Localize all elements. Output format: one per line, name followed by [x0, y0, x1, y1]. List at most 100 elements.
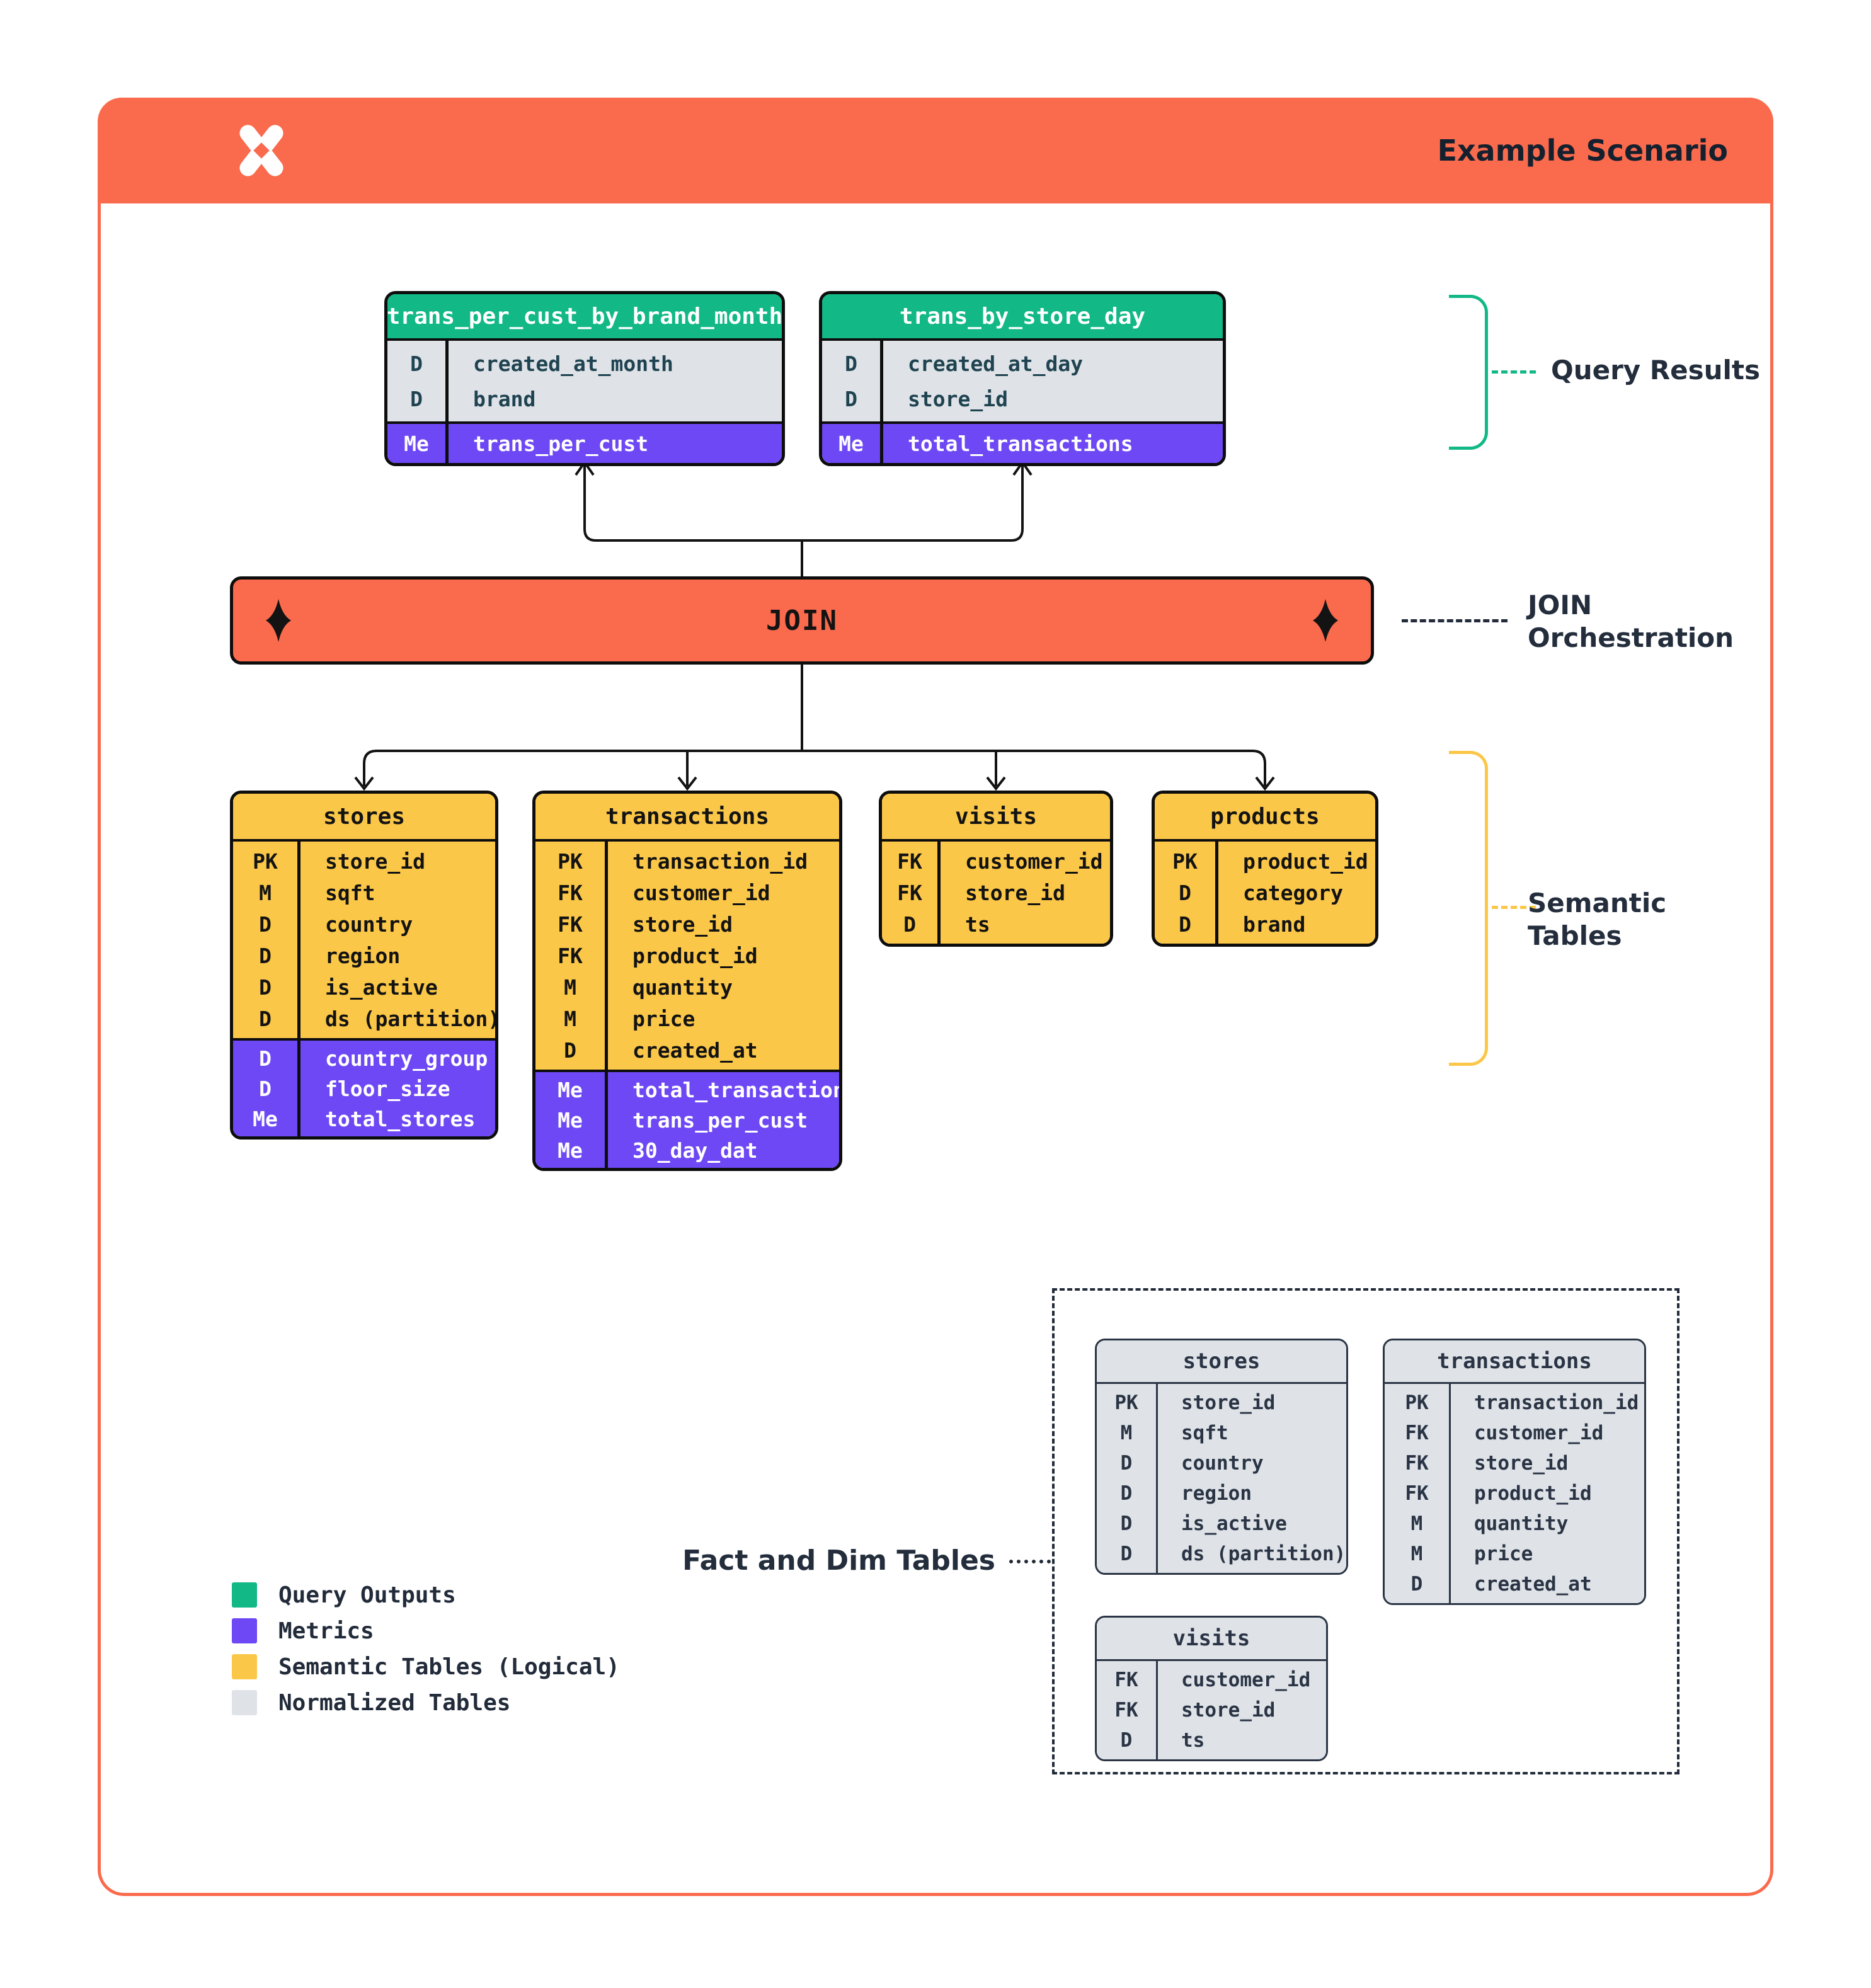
legend-label: Metrics — [278, 1618, 374, 1644]
column-key: D — [1410, 1573, 1423, 1596]
column-key: FK — [1405, 1482, 1429, 1505]
column-key: D — [410, 386, 423, 411]
column-name: total_transactions — [632, 1077, 842, 1102]
table-title: trans_by_store_day — [822, 294, 1223, 341]
table-row: FK customer_id — [535, 877, 839, 908]
column-name: store_id — [632, 911, 733, 937]
column-name: store_id — [325, 848, 425, 874]
table-title: transactions — [1385, 1340, 1644, 1384]
column-name: product_id — [1474, 1482, 1592, 1505]
table-title: trans_per_cust_by_brand_month — [387, 294, 782, 341]
column-name: brand — [473, 386, 536, 411]
column-key: FK — [1114, 1699, 1138, 1722]
column-key: FK — [1405, 1422, 1429, 1444]
normalized-tables-box — [1052, 1288, 1679, 1774]
column-name: category — [1243, 880, 1343, 905]
column-name: created_at — [1474, 1573, 1592, 1596]
semantic-tables-label: Semantic Tables — [1528, 887, 1666, 952]
sparkle-icon — [1313, 599, 1338, 642]
table-row: Me 30_day_dat — [535, 1135, 839, 1165]
column-name: quantity — [632, 974, 733, 1000]
table-title: transactions — [535, 794, 839, 842]
column-key: PK — [1114, 1391, 1138, 1414]
column-name: is_active — [1181, 1512, 1287, 1535]
column-key: Me — [838, 431, 864, 456]
legend-swatch-icon — [232, 1654, 257, 1679]
header-bar: Example Scenario — [98, 98, 1773, 203]
column-key: M — [564, 974, 576, 1000]
column-key: D — [1120, 1452, 1133, 1475]
semantic-tables-bracket — [1449, 751, 1488, 1066]
column-key: FK — [1114, 1669, 1138, 1691]
column-name: created_at_month — [473, 351, 673, 376]
column-name: customer_id — [965, 848, 1103, 874]
column-key: Me — [558, 1138, 583, 1163]
column-name: floor_size — [325, 1076, 450, 1101]
column-key: D — [410, 351, 423, 376]
column-key: D — [259, 974, 272, 1000]
legend-label: Normalized Tables — [278, 1689, 511, 1716]
column-key: FK — [897, 880, 922, 905]
column-name: region — [325, 943, 401, 968]
column-key: D — [903, 911, 916, 937]
column-name: price — [1474, 1543, 1533, 1565]
page-title: Example Scenario — [1437, 134, 1728, 168]
column-key: FK — [558, 880, 583, 905]
column-name: product_id — [1243, 848, 1368, 874]
legend-item: Semantic Tables (Logical) — [232, 1654, 620, 1680]
join-orchestration-line1: JOIN — [1528, 590, 1593, 620]
column-key: Me — [558, 1107, 583, 1133]
legend-swatch-icon — [232, 1690, 257, 1715]
column-key: FK — [1405, 1452, 1429, 1475]
table-row: PK product_id — [1155, 845, 1375, 877]
column-name: country — [325, 911, 413, 937]
table-title: visits — [882, 794, 1110, 842]
column-key: D — [845, 386, 857, 411]
column-name: transaction_id — [632, 848, 808, 874]
legend-swatch-icon — [232, 1618, 257, 1643]
column-key: D — [259, 1046, 272, 1071]
column-key: D — [1120, 1729, 1133, 1752]
column-name: customer_id — [1181, 1669, 1311, 1691]
column-name: quantity — [1474, 1512, 1569, 1535]
column-name: ds (partition) — [325, 1006, 498, 1031]
column-key: D — [259, 911, 272, 937]
column-name: customer_id — [632, 880, 770, 905]
join-orchestration-connector — [1402, 619, 1508, 622]
column-name: ts — [965, 911, 990, 937]
column-name: ds (partition) — [1181, 1543, 1346, 1565]
column-key: M — [1410, 1512, 1423, 1535]
column-name: is_active — [325, 974, 438, 1000]
table-title: visits — [1097, 1618, 1326, 1661]
legend-label: Semantic Tables (Logical) — [278, 1654, 620, 1680]
column-key: D — [1179, 911, 1191, 937]
column-name: created_at — [632, 1037, 758, 1063]
column-name: 30_day_dat — [632, 1138, 758, 1163]
column-key: PK — [1172, 848, 1198, 874]
